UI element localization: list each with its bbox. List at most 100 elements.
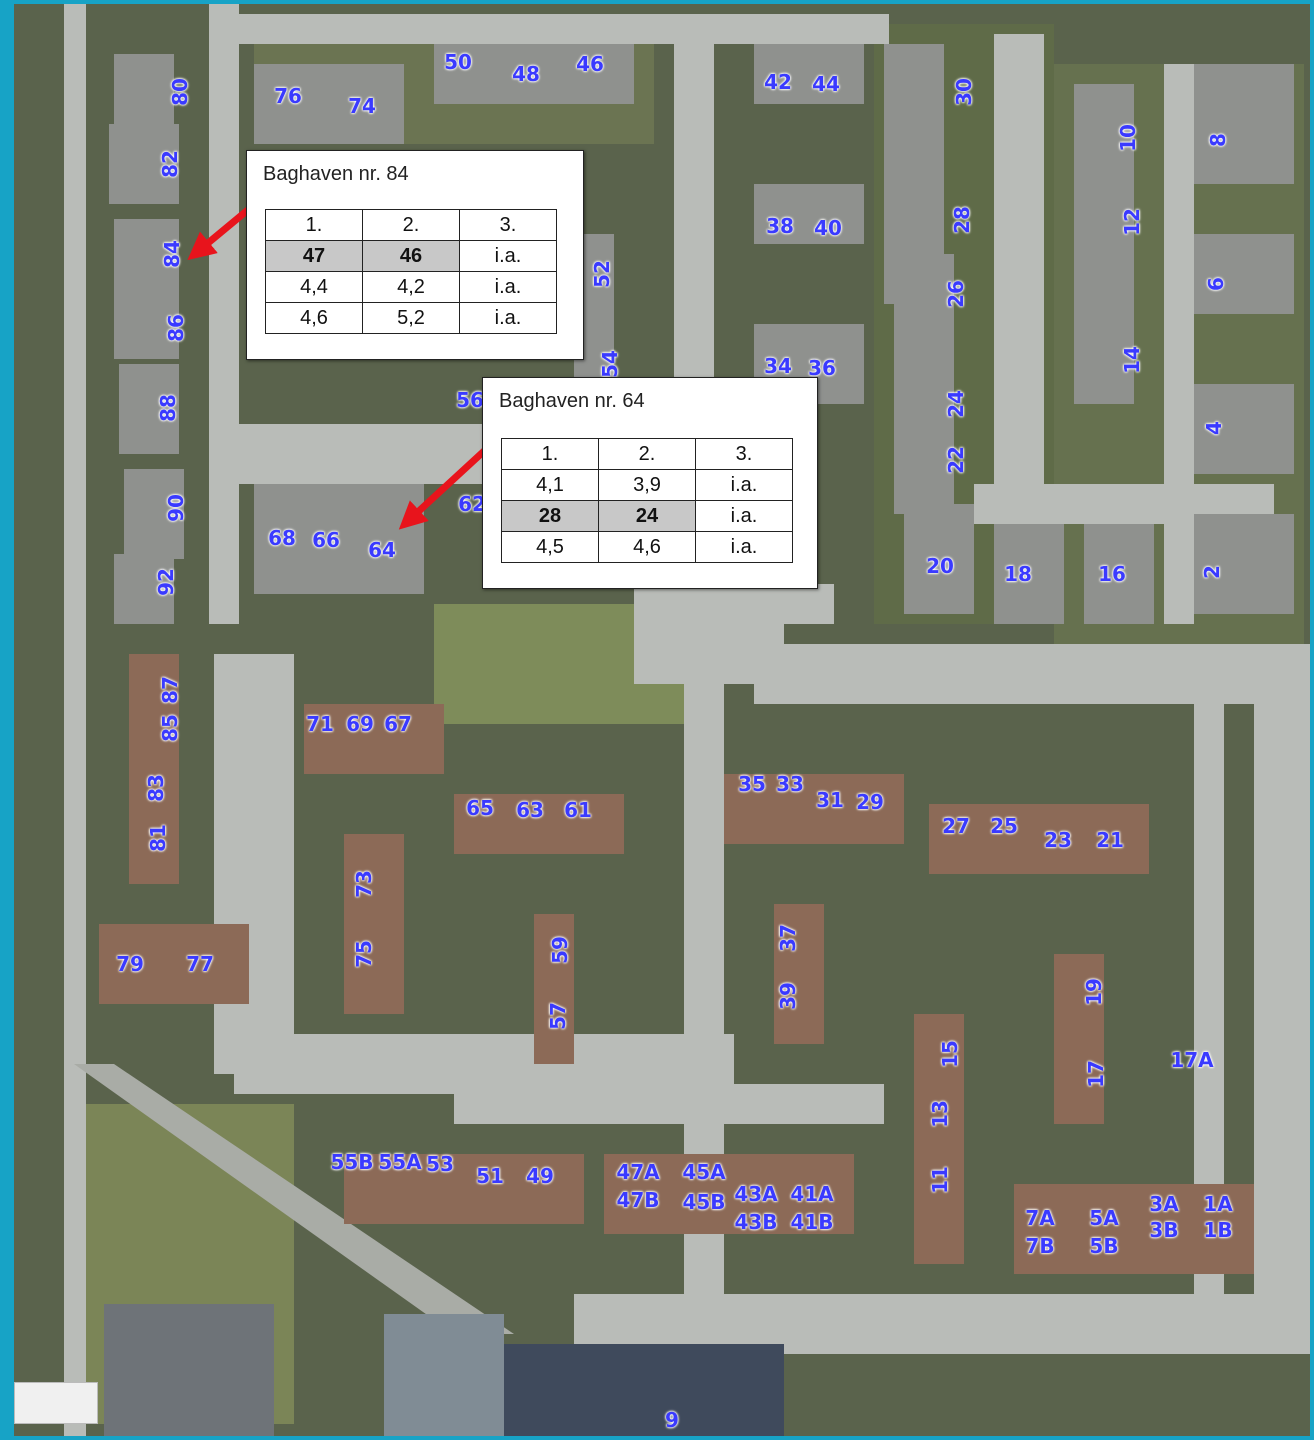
house-number-label: 29 (856, 790, 884, 814)
house-number-label: 39 (776, 982, 800, 1010)
house-number-label: 45A (682, 1160, 726, 1184)
house-number-label: 11 (928, 1166, 952, 1194)
house-number-label: 7B (1025, 1234, 1055, 1258)
table-cell: 4,5 (501, 531, 599, 563)
house-number-label: 26 (944, 280, 968, 308)
house-number-label: 17A (1170, 1048, 1214, 1072)
house-number-label: 65 (466, 796, 494, 820)
house-number-label: 35 (738, 772, 766, 796)
house-number-label: 59 (548, 936, 572, 964)
house-number-label: 20 (926, 554, 954, 578)
table-cell: 3,9 (598, 469, 696, 501)
house-number-label: 47A (616, 1160, 660, 1184)
house-number-label: 31 (816, 788, 844, 812)
house-number-label: 4 (1202, 421, 1226, 435)
house-number-label: 75 (352, 940, 376, 968)
house-number-label: 12 (1120, 208, 1144, 236)
aerial-map-base (14, 4, 1310, 1436)
house-number-label: 21 (1096, 828, 1124, 852)
table-header-row: 1.2.3. (265, 209, 557, 241)
house-number-label: 40 (814, 216, 842, 240)
table-header-cell: 2. (362, 209, 460, 241)
house-number-label: 56 (456, 388, 484, 412)
house-number-label: 83 (144, 774, 168, 802)
house-number-label: 55A (378, 1150, 422, 1174)
table-cell: i.a. (459, 240, 557, 272)
house-number-label: 34 (764, 354, 792, 378)
house-number-label: 84 (160, 240, 184, 268)
table-cell: 5,2 (362, 302, 460, 334)
house-number-label: 1A (1203, 1192, 1233, 1216)
house-number-label: 76 (274, 84, 302, 108)
table-cell: 4,1 (501, 469, 599, 501)
house-number-label: 69 (346, 712, 374, 736)
table-header-cell: 2. (598, 438, 696, 470)
house-number-label: 43B (734, 1210, 778, 1234)
house-number-label: 66 (312, 528, 340, 552)
house-number-label: 88 (156, 394, 180, 422)
house-number-label: 68 (268, 526, 296, 550)
house-number-label: 63 (516, 798, 544, 822)
house-number-label: 81 (146, 824, 170, 852)
house-number-label: 30 (952, 78, 976, 106)
house-number-label: 87 (158, 676, 182, 704)
house-number-label: 7A (1025, 1206, 1055, 1230)
house-number-label: 49 (526, 1164, 554, 1188)
house-number-label: 74 (348, 94, 376, 118)
house-number-label: 86 (164, 314, 188, 342)
table-cell: i.a. (695, 531, 793, 563)
house-number-label: 18 (1004, 562, 1032, 586)
table-header-cell: 3. (459, 209, 557, 241)
house-number-label: 79 (116, 952, 144, 976)
table-header-cell: 1. (265, 209, 363, 241)
house-number-label: 53 (426, 1152, 454, 1176)
house-number-label: 77 (186, 952, 214, 976)
house-number-label: 8 (1206, 133, 1230, 147)
table-cell: i.a. (695, 500, 793, 532)
house-number-label: 13 (928, 1100, 952, 1128)
house-number-label: 47B (616, 1188, 660, 1212)
house-number-label: 6 (1204, 277, 1228, 291)
house-number-label: 36 (808, 356, 836, 380)
house-number-label: 24 (944, 390, 968, 418)
table-cell: 4,6 (265, 302, 363, 334)
house-number-label: 55B (330, 1150, 374, 1174)
house-number-label: 54 (598, 350, 622, 378)
house-number-label: 15 (938, 1040, 962, 1068)
house-number-label: 80 (168, 78, 192, 106)
table-cell: 24 (598, 500, 696, 532)
house-number-label: 73 (352, 870, 376, 898)
table-cell: i.a. (459, 271, 557, 303)
table-cell: 47 (265, 240, 363, 272)
house-number-label: 85 (158, 714, 182, 742)
table-cell: 4,4 (265, 271, 363, 303)
house-number-label: 92 (154, 568, 178, 596)
table-cell: i.a. (695, 469, 793, 501)
callout-title: Baghaven nr. 64 (499, 390, 645, 412)
house-number-label: 43A (734, 1182, 778, 1206)
house-number-label: 46 (576, 52, 604, 76)
scale-bar (14, 1382, 98, 1424)
table-header-cell: 1. (501, 438, 599, 470)
house-number-label: 5A (1089, 1206, 1119, 1230)
house-number-label: 5B (1089, 1234, 1119, 1258)
house-number-label: 19 (1082, 978, 1106, 1006)
house-number-label: 82 (158, 150, 182, 178)
house-number-label: 33 (776, 772, 804, 796)
house-number-label: 9 (665, 1408, 679, 1432)
house-number-label: 90 (164, 494, 188, 522)
table-header-row: 1.2.3. (501, 438, 793, 470)
house-number-label: 10 (1116, 124, 1140, 152)
house-number-label: 17 (1084, 1060, 1108, 1088)
house-number-label: 67 (384, 712, 412, 736)
